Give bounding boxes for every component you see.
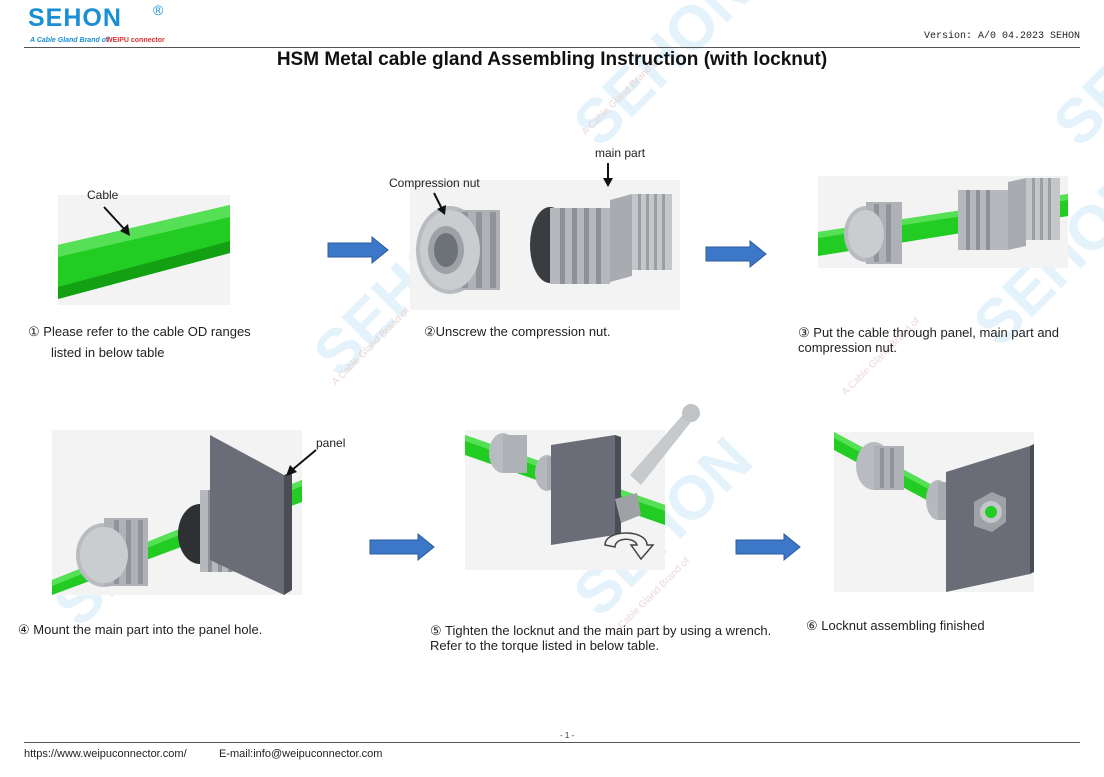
footer-email-link[interactable]: E-mail:info@weipuconnector.com: [219, 748, 383, 760]
step5-text: ⑤ Tighten the locknut and the main part …: [430, 623, 771, 653]
header-divider: [24, 47, 1080, 48]
step1-line2: listed in below table: [51, 345, 165, 360]
step3-line1: Put the cable through panel, main part a…: [813, 325, 1060, 340]
flow-arrow: [369, 532, 435, 562]
watermark: SEHON: [560, 0, 766, 160]
label-panel: panel: [316, 436, 346, 450]
step3-line2: compression nut.: [798, 340, 897, 355]
flow-arrow: [327, 235, 389, 265]
step2-line1: Unscrew the compression nut.: [435, 324, 611, 339]
page-title: HSM Metal cable gland Assembling Instruc…: [276, 49, 828, 70]
step5-line1: Tighten the locknut and the main part by…: [445, 623, 772, 638]
step1-line1: Please refer to the cable OD ranges: [43, 324, 251, 339]
compression-nut-pointer-arrow: [433, 192, 446, 215]
label-main-part: main part: [595, 146, 646, 160]
main-part-pointer-arrow: [603, 163, 613, 187]
step5-number: ⑤: [430, 623, 442, 638]
step4-mount-illustration: [52, 430, 302, 595]
footer-website-link[interactable]: https://www.weipuconnector.com/: [24, 748, 187, 760]
brand-tagline-company: WEIPU connector: [106, 37, 165, 44]
step6-finished-illustration: [834, 432, 1034, 592]
step5-tighten-illustration: [465, 404, 700, 570]
step2-text: ②Unscrew the compression nut.: [424, 321, 611, 342]
flow-arrow: [705, 239, 767, 269]
footer-divider: [24, 742, 1080, 743]
flow-arrow: [735, 532, 801, 562]
step4-text: ④ Mount the main part into the panel hol…: [18, 619, 262, 640]
step2-number: ②: [424, 324, 436, 339]
step6-number: ⑥: [806, 618, 818, 633]
step2-parts-illustration: [410, 180, 680, 310]
step1-number: ①: [28, 324, 40, 339]
document-version: Version: A/0 04.2023 SEHON: [923, 31, 1080, 42]
label-cable: Cable: [87, 188, 119, 202]
step3-number: ③: [798, 325, 810, 340]
step3-text: ③ Put the cable through panel, main part…: [798, 325, 1059, 355]
step4-line1: Mount the main part into the panel hole.: [33, 622, 263, 637]
step1-text: ① Please refer to the cable OD ranges li…: [28, 321, 251, 363]
step6-text: ⑥ Locknut assembling finished: [806, 615, 985, 636]
watermark: SEHON: [1040, 0, 1104, 160]
registered-mark: ®: [153, 2, 164, 18]
step6-line1: Locknut assembling finished: [821, 618, 985, 633]
step3-assembly-illustration: [818, 176, 1068, 268]
brand-tagline: A Cable Gland Brand of: [30, 37, 109, 44]
label-compression-nut: Compression nut: [389, 176, 480, 190]
brand-logo: SEHON: [28, 4, 122, 32]
step1-cable-illustration: [58, 195, 230, 305]
step5-line2: Refer to the torque listed in below tabl…: [430, 638, 660, 653]
page-number: - 1 -: [560, 731, 575, 740]
cable-pointer-arrow: [103, 206, 130, 236]
step4-number: ④: [18, 622, 30, 637]
panel-pointer-arrow: [286, 449, 317, 476]
